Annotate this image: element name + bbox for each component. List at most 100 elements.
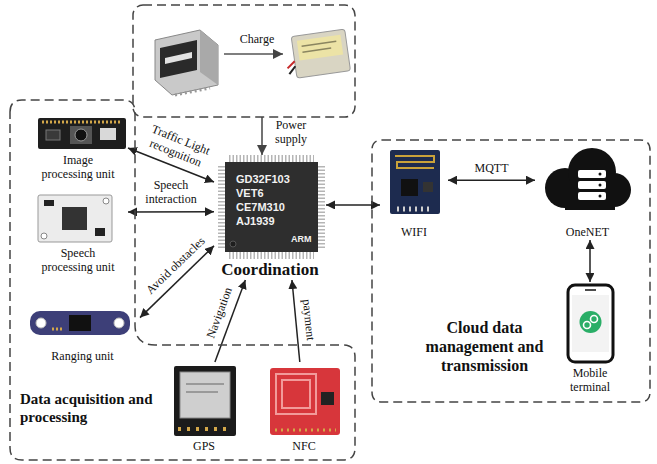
battery-label (297, 35, 343, 61)
usb-body (155, 30, 218, 95)
module-unit: GPS (165, 362, 243, 454)
pin-row (52, 328, 64, 331)
power-arrow (261, 117, 263, 155)
usb-pins (175, 88, 210, 95)
node-label: WIFI (401, 226, 427, 240)
component (95, 228, 105, 236)
edge-label: Speech interaction (141, 179, 201, 207)
component (100, 128, 116, 140)
edge-label: Navigation (205, 285, 236, 340)
app-icon-mark (591, 316, 598, 323)
usb-side (200, 30, 218, 85)
region-border (372, 140, 650, 402)
node-label: Mobile terminal (560, 367, 620, 395)
pin-row (397, 207, 433, 212)
region-heading: Cloud data management and transmission (417, 318, 552, 376)
antenna (276, 374, 316, 414)
battery (283, 29, 350, 79)
power-region (133, 5, 355, 117)
hole (41, 233, 47, 239)
server-led (599, 195, 602, 198)
chip-pins (229, 252, 314, 259)
node-label: Speech processing unit (38, 247, 118, 275)
print (186, 391, 218, 393)
lens-mount (70, 126, 92, 144)
print (186, 383, 224, 385)
region-heading: Data acquisition and processing (20, 390, 170, 426)
node-label: OneNET (566, 226, 609, 240)
board (270, 368, 340, 435)
gps-module (174, 366, 236, 436)
battery-wire (288, 66, 296, 74)
board (390, 150, 440, 214)
usb-opening (160, 40, 197, 78)
wifi-module (390, 150, 440, 214)
chip-body (225, 162, 318, 252)
chip-pins (229, 155, 314, 162)
connector-arrow (326, 204, 380, 206)
region-panel: Cloud data management and transmission WI… (372, 140, 650, 402)
component (46, 130, 60, 140)
node-label: Image processing unit (38, 154, 118, 182)
server-led (599, 184, 602, 187)
board (38, 118, 126, 149)
camera-board (38, 118, 126, 149)
edge-label: MQTT (475, 162, 509, 176)
phone-screen (572, 295, 609, 352)
component (44, 200, 54, 206)
battery-print (302, 41, 337, 46)
ranging-board (30, 311, 130, 335)
server-unit (578, 181, 606, 189)
pin-row (178, 427, 232, 431)
antenna (395, 156, 434, 168)
chip (62, 207, 87, 230)
node-label: NFC (292, 440, 315, 454)
battery-print (302, 48, 331, 52)
pin-row (42, 121, 122, 124)
chip-marking: AJ1939 (236, 215, 306, 228)
connector-arrow (589, 240, 591, 282)
component (423, 182, 433, 192)
mcu-chip-image (222, 159, 322, 256)
hole (103, 198, 109, 204)
module-unit: Image processing unit (28, 116, 128, 182)
module-unit: NFC (262, 362, 346, 454)
chip (321, 392, 334, 405)
board (30, 311, 130, 335)
arrow-label: Charge (230, 33, 284, 47)
app-icon-mark (584, 322, 591, 329)
arrow-label: Power supply (268, 119, 314, 147)
node-label: GPS (193, 440, 215, 454)
connector-arrow (128, 211, 214, 213)
pin-row (275, 429, 336, 432)
server-unit (578, 192, 606, 200)
chip-marking: GD32F103 (236, 173, 306, 186)
phone-speaker (585, 289, 596, 291)
chip-pins (318, 166, 325, 248)
phone-icon (568, 285, 613, 362)
phone-body (568, 285, 613, 362)
node-label: Coordination (221, 260, 318, 280)
usb-connector (155, 30, 218, 95)
module-unit: Speech processing unit (28, 193, 128, 275)
edge-label: payment (299, 299, 317, 342)
usb-tongue (165, 52, 192, 64)
charge-arrow (224, 53, 283, 55)
cloud-platform: OneNET (535, 145, 640, 240)
lens (75, 129, 87, 141)
nfc-module (270, 368, 340, 435)
connector-arrow (292, 280, 300, 362)
chip-marking: ARM (291, 234, 317, 244)
chip (401, 179, 418, 196)
edge-label: Traffic Light recognition (139, 121, 216, 174)
chip-dot (230, 241, 236, 247)
chip-pins (218, 166, 225, 248)
speech-board (38, 195, 112, 242)
node-label: Ranging unit (51, 350, 113, 364)
module-unit: WIFI (380, 145, 448, 240)
chip-marking: CE7M310 (236, 201, 306, 214)
mobile-terminal: Mobile terminal (555, 282, 625, 395)
edge-label: Avoid obstacles (144, 235, 208, 298)
hole (36, 318, 46, 328)
